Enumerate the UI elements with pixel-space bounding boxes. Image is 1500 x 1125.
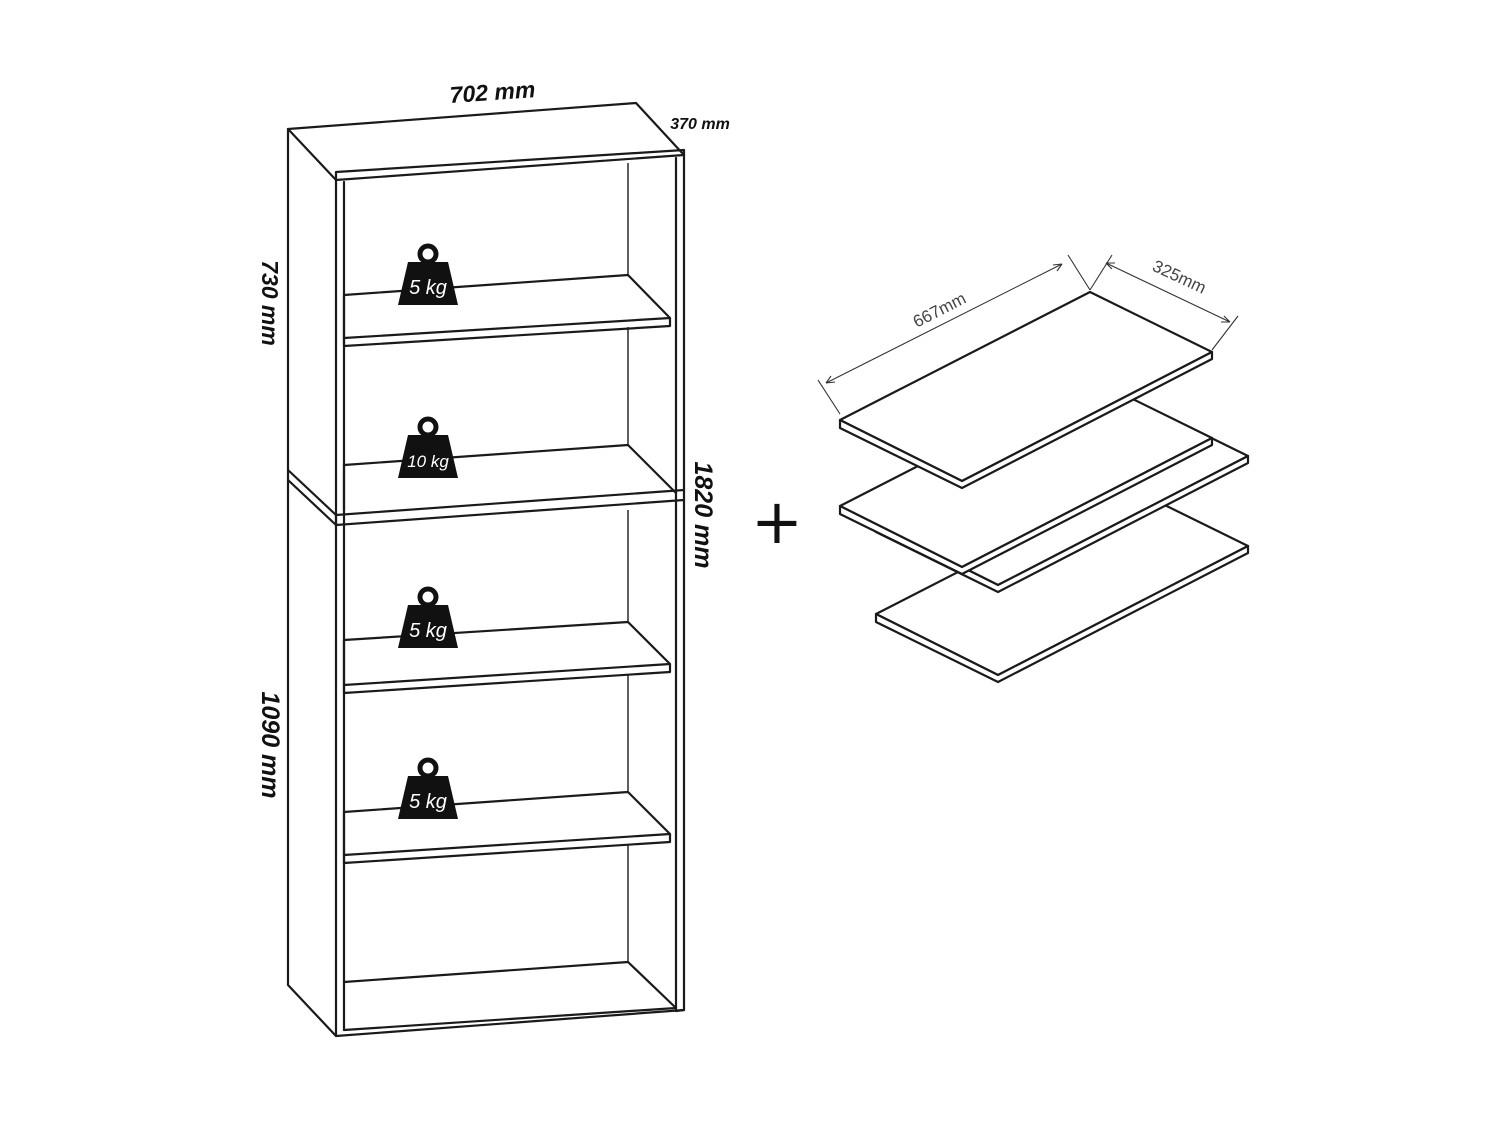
weight-icon: 5 kg (398, 243, 458, 305)
extra-shelves: 667mm 325mm (817, 254, 1250, 684)
loose-shelf (838, 290, 1214, 490)
plus-sign: + (751, 485, 803, 558)
bookshelf (286, 101, 686, 1038)
shelf-4 (342, 790, 672, 865)
load-label-4: 5 kg (409, 791, 447, 813)
shelf-3 (342, 620, 672, 695)
lower-height-label: 1090 mm (256, 691, 284, 798)
load-label-1: 5 kg (409, 277, 447, 299)
bottom-board (334, 960, 686, 1038)
top-board (286, 101, 686, 182)
right-side-panel (674, 153, 686, 1013)
shelf-depth-label: 325mm (1150, 256, 1209, 297)
depth-label: 370 mm (670, 116, 730, 133)
weight-icon: 5 kg (398, 757, 458, 819)
upper-height-label: 730 mm (257, 260, 283, 346)
left-side-panel (286, 127, 338, 1038)
shelf-1 (342, 273, 672, 348)
width-label: 702 mm (449, 76, 536, 108)
load-label-3: 5 kg (409, 620, 447, 642)
shelf-length-label: 667mm (910, 289, 969, 332)
shelf-2 (342, 443, 678, 512)
weight-icon: 5 kg (398, 586, 458, 648)
load-label-2: 10 kg (407, 452, 449, 471)
weight-icon: 10 kg (398, 416, 458, 478)
shelf-dimension-lines (817, 254, 1239, 415)
module-joint (286, 468, 686, 527)
total-height-label: 1820 mm (689, 461, 717, 568)
top-board-front-edge (334, 148, 686, 182)
